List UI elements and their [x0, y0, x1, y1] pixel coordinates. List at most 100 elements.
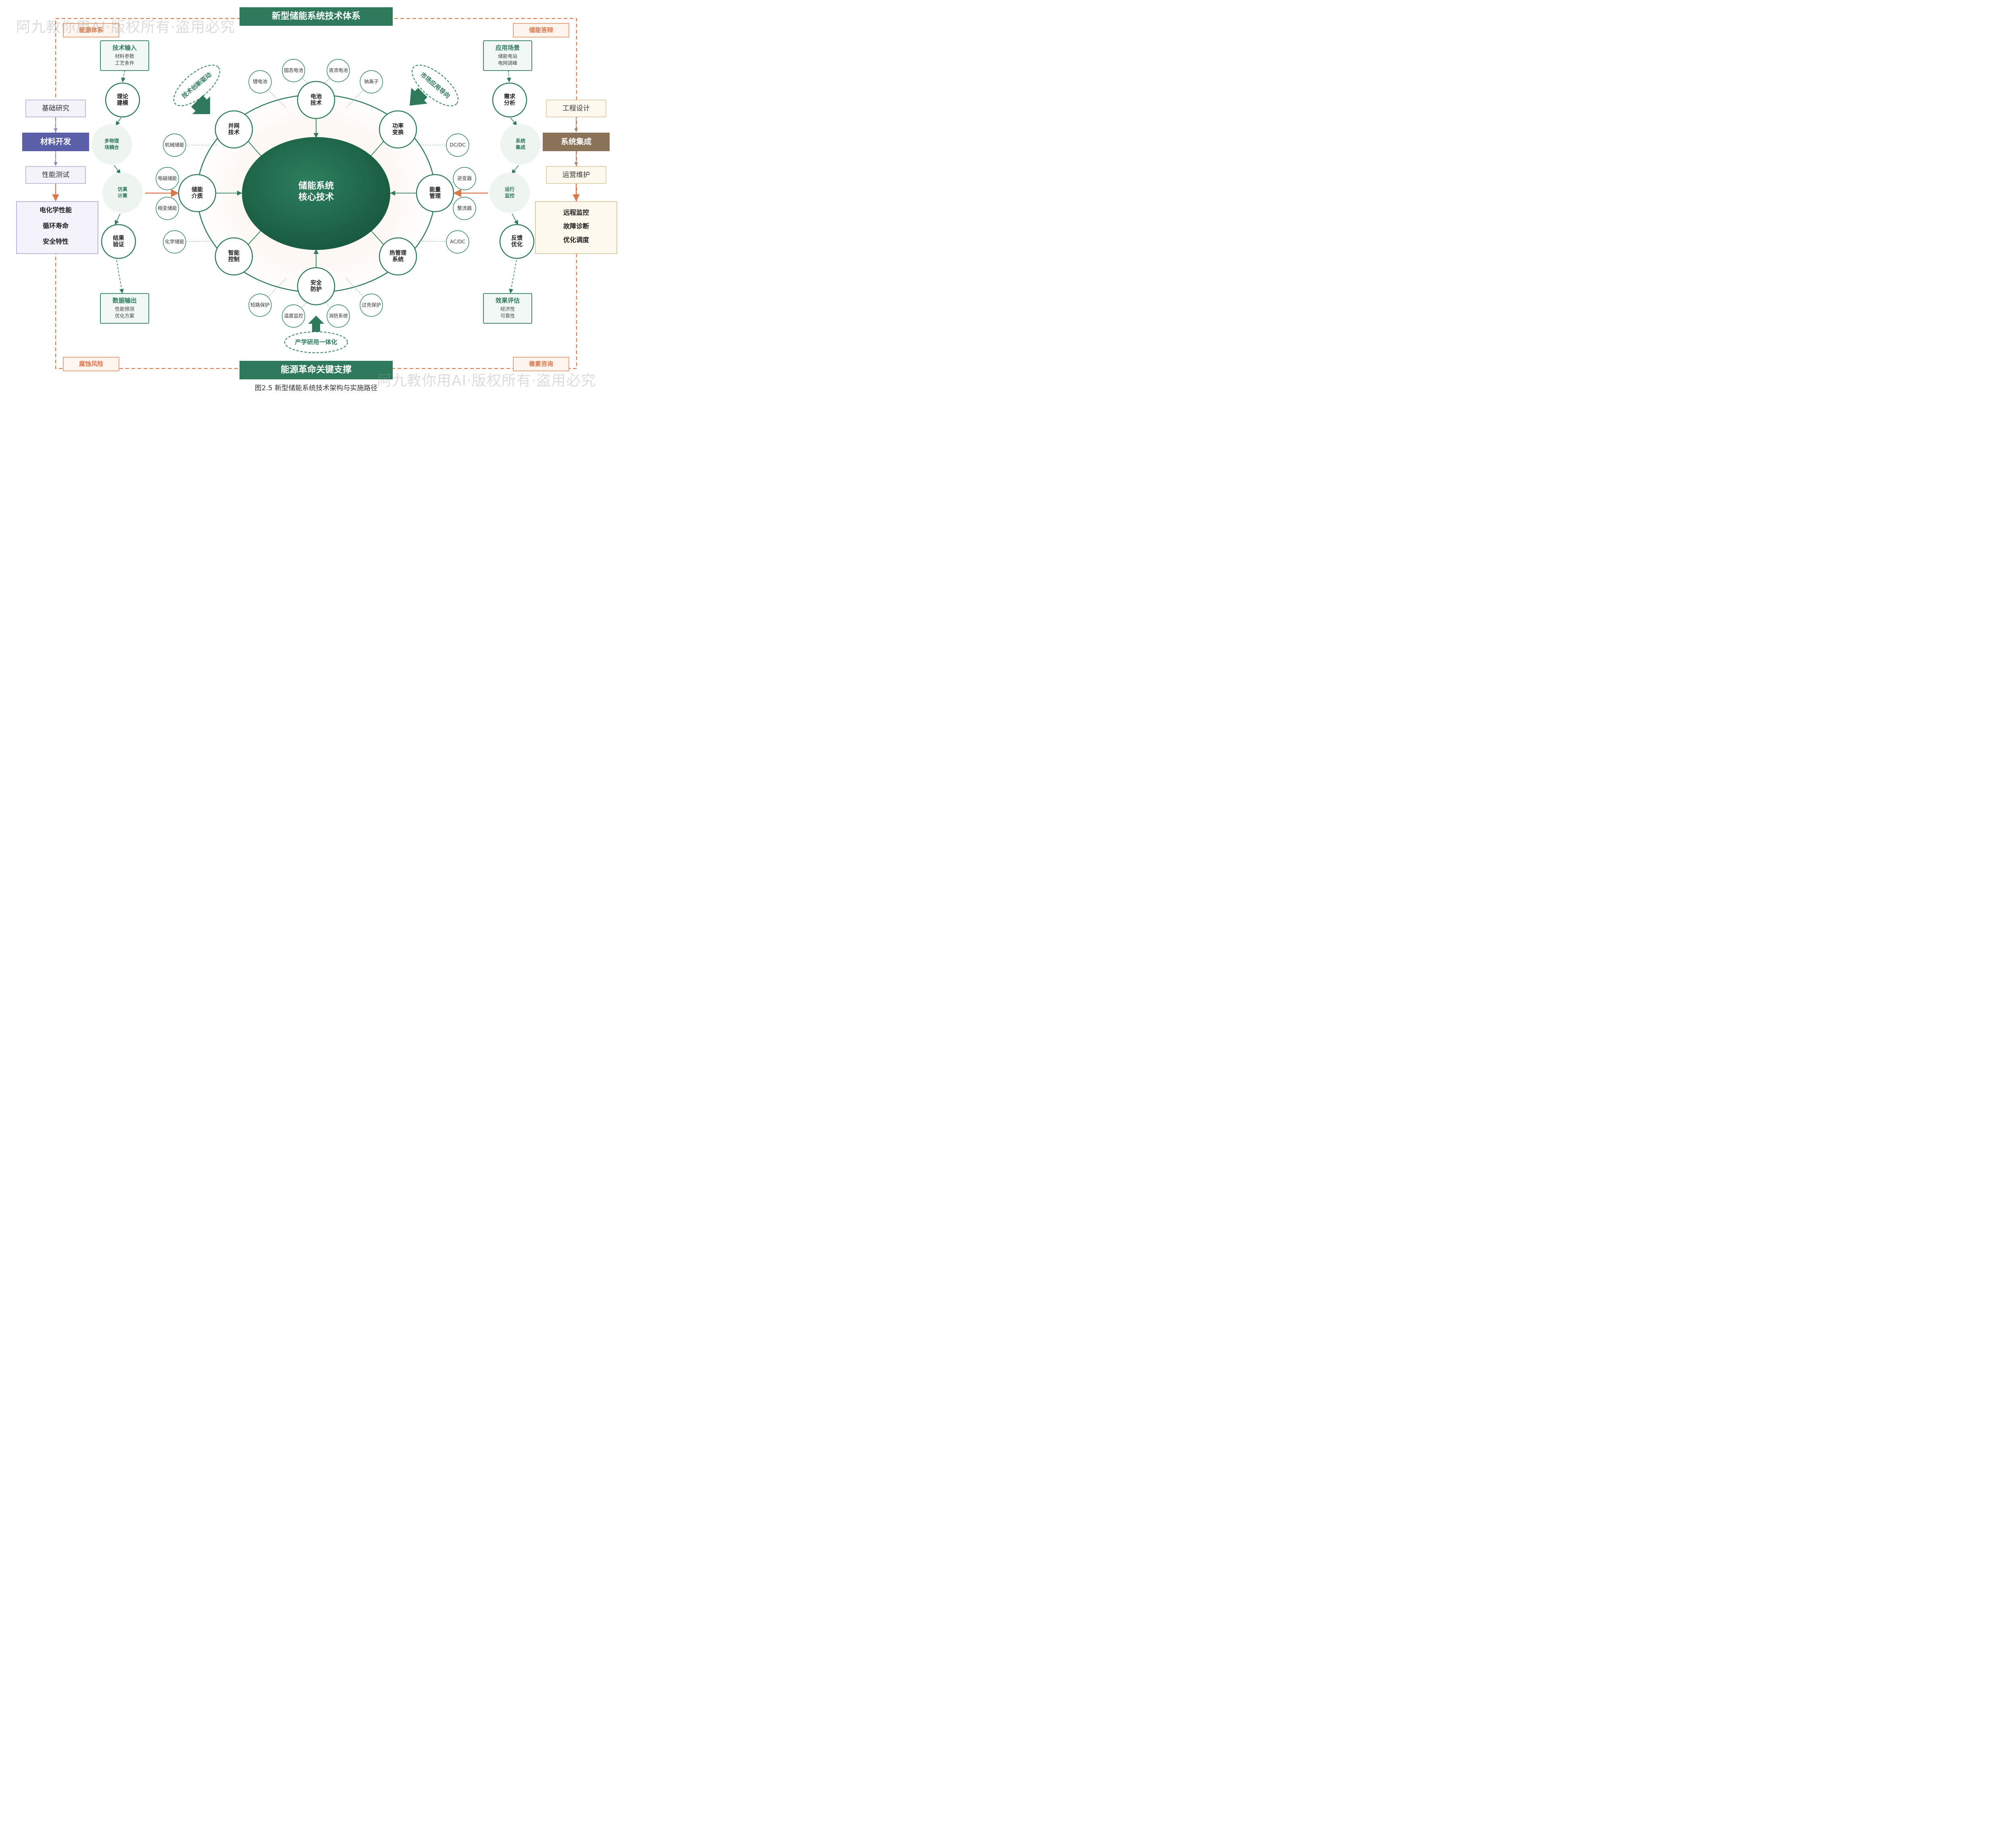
left-output-box-title: 数据输出: [112, 297, 137, 304]
right-stack-mid-label: 运营维护: [562, 171, 590, 179]
corner-tag-defense-label: 储能答辩: [529, 27, 553, 34]
left-flow-multiphysics-line2: 场耦合: [104, 144, 119, 150]
left-flow-arrow-4: [115, 213, 121, 225]
right-stack-top-label: 工程设计: [562, 104, 590, 112]
satellite-label-9: 整流器: [457, 205, 472, 211]
right-flow-monitoring: [489, 173, 530, 213]
left-output-box-line1: 性能预测: [115, 306, 134, 312]
ring-node-thermal-line1: 热管理: [389, 250, 406, 256]
right-stack-mid: [546, 166, 606, 184]
satellite-label-11: AC/DC: [450, 239, 465, 245]
ring-node-medium: [178, 174, 217, 212]
right-flow-feedback-line2: 优化: [511, 241, 523, 248]
driver-industry-academia-label: 产学研用一体化: [295, 339, 337, 346]
title-banner: [240, 7, 393, 26]
left-flow-theory-line1: 理论: [117, 93, 129, 100]
right-input-box-title: 应用场景: [496, 44, 520, 52]
left-flow-theory-line2: 建模: [117, 100, 129, 106]
satellite-link-9: [440, 199, 465, 209]
left-flow-simulation-line2: 计算: [118, 193, 127, 199]
driver-tech-innovation: [173, 65, 220, 106]
ring-node-power-line1: 功率: [392, 123, 404, 129]
satellite-node-0: [248, 70, 272, 94]
bottom-banner: [240, 361, 393, 379]
satellite-label-13: 温度监控: [284, 313, 303, 319]
satellite-node-9: [453, 197, 476, 220]
diagram-stage: 新型储能系统技术体系能源革命关键支撑能源体系储能答辩腐蚀风险橡素咨询储能系统核心…: [0, 0, 632, 403]
right-flow-integration-line2: 集成: [515, 144, 525, 150]
satellite-label-15: 过充保护: [362, 302, 381, 308]
left-flow-simulation: [102, 173, 143, 213]
satellite-label-7: 逆变器: [457, 175, 472, 181]
ring-node-battery: [297, 81, 335, 119]
corner-tag-defense: [513, 23, 569, 37]
satellite-label-5: DC/DC: [450, 142, 465, 148]
satellite-link-7: [440, 178, 465, 187]
ring-node-control: [215, 237, 253, 276]
satellite-link-11: [416, 241, 458, 242]
left-stack-mid-label: 性能测试: [42, 171, 69, 179]
core-text-line1: 储能系统: [298, 181, 334, 191]
left-flow-arrow-5: [116, 260, 124, 294]
left-flow-arrow-2: [115, 117, 121, 126]
title-text: 新型储能系统技术体系: [272, 11, 360, 21]
left-stack-items-box: [16, 201, 98, 254]
right-stack-item-2: 优化调度: [563, 236, 589, 244]
ring-node-control-line1: 智能: [228, 250, 240, 256]
left-input-box: [100, 40, 149, 71]
left-stack-item-2: 安全特性: [43, 238, 69, 246]
right-input-box-line1: 储能电站: [498, 53, 517, 59]
right-flow-arrow-2: [510, 117, 517, 126]
ring-node-safety: [297, 267, 335, 306]
ring-node-energy: [416, 174, 454, 212]
satellite-node-10: [163, 230, 186, 254]
ring-node-safety-line2: 防护: [310, 286, 322, 293]
left-stack-top-label: 基础研究: [42, 104, 69, 112]
satellite-label-0: 锂电池: [253, 79, 267, 85]
right-output-box: [483, 293, 532, 324]
right-flow-monitoring-line1: 运行: [505, 186, 514, 192]
right-flow-demand-line1: 需求: [504, 93, 516, 100]
satellite-node-13: [282, 304, 305, 328]
right-input-box: [483, 40, 532, 71]
satellite-label-10: 化学储能: [165, 239, 184, 245]
left-flow-verification: [101, 224, 136, 259]
left-flow-arrow-1: [121, 71, 126, 83]
satellite-node-1: [282, 59, 305, 82]
satellite-node-4: [163, 133, 186, 157]
corner-tag-corrosion-label: 腐蚀风险: [79, 360, 104, 368]
satellite-label-12: 短路保护: [250, 302, 270, 308]
corner-tag-consulting: [513, 357, 569, 371]
left-flow-arrow-3: [114, 165, 121, 174]
ring-node-power: [379, 110, 417, 149]
ring-node-energy-line1: 能量: [429, 186, 441, 193]
left-flow-verification-line2: 验证: [113, 241, 124, 248]
tech-driver-arrow: [191, 95, 210, 114]
satellite-node-14: [327, 304, 350, 328]
satellite-label-1: 固态电池: [284, 68, 303, 73]
core-technology-ellipse: [242, 137, 390, 250]
ring-node-medium-line2: 介质: [191, 193, 203, 200]
right-flow-integration-line1: 系统: [516, 138, 525, 144]
watermark-top: 阿九教你用AI·版权所有·盗用必究: [16, 19, 235, 35]
satellite-node-12: [248, 293, 272, 317]
satellite-label-8: 相变储能: [158, 205, 177, 211]
right-output-box-line2: 可靠性: [500, 313, 515, 319]
ring-node-grid: [215, 110, 253, 149]
left-stack-main: [22, 133, 89, 151]
corner-tag-energy-system-label: 能源体系: [79, 27, 103, 34]
left-flow-multiphysics: [92, 124, 132, 164]
right-flow-feedback: [499, 224, 535, 259]
ring-node-battery-line1: 电池: [310, 93, 322, 100]
core-text-line2: 核心技术: [298, 192, 334, 202]
corner-tag-energy-system: [63, 23, 119, 37]
left-stack-main-label: 材料开发: [40, 137, 71, 146]
market-driver-arrow: [410, 88, 427, 106]
ring-node-medium-line1: 储能: [191, 186, 203, 193]
diagram-canvas: 新型储能系统技术体系能源革命关键支撑能源体系储能答辩腐蚀风险橡素咨询储能系统核心…: [16, 7, 617, 379]
right-stack-main-label: 系统集成: [561, 137, 591, 146]
driver-market-orientation: [412, 65, 458, 106]
satellite-node-7: [453, 167, 476, 190]
right-stack-main: [543, 133, 610, 151]
left-flow-theory: [105, 82, 140, 118]
